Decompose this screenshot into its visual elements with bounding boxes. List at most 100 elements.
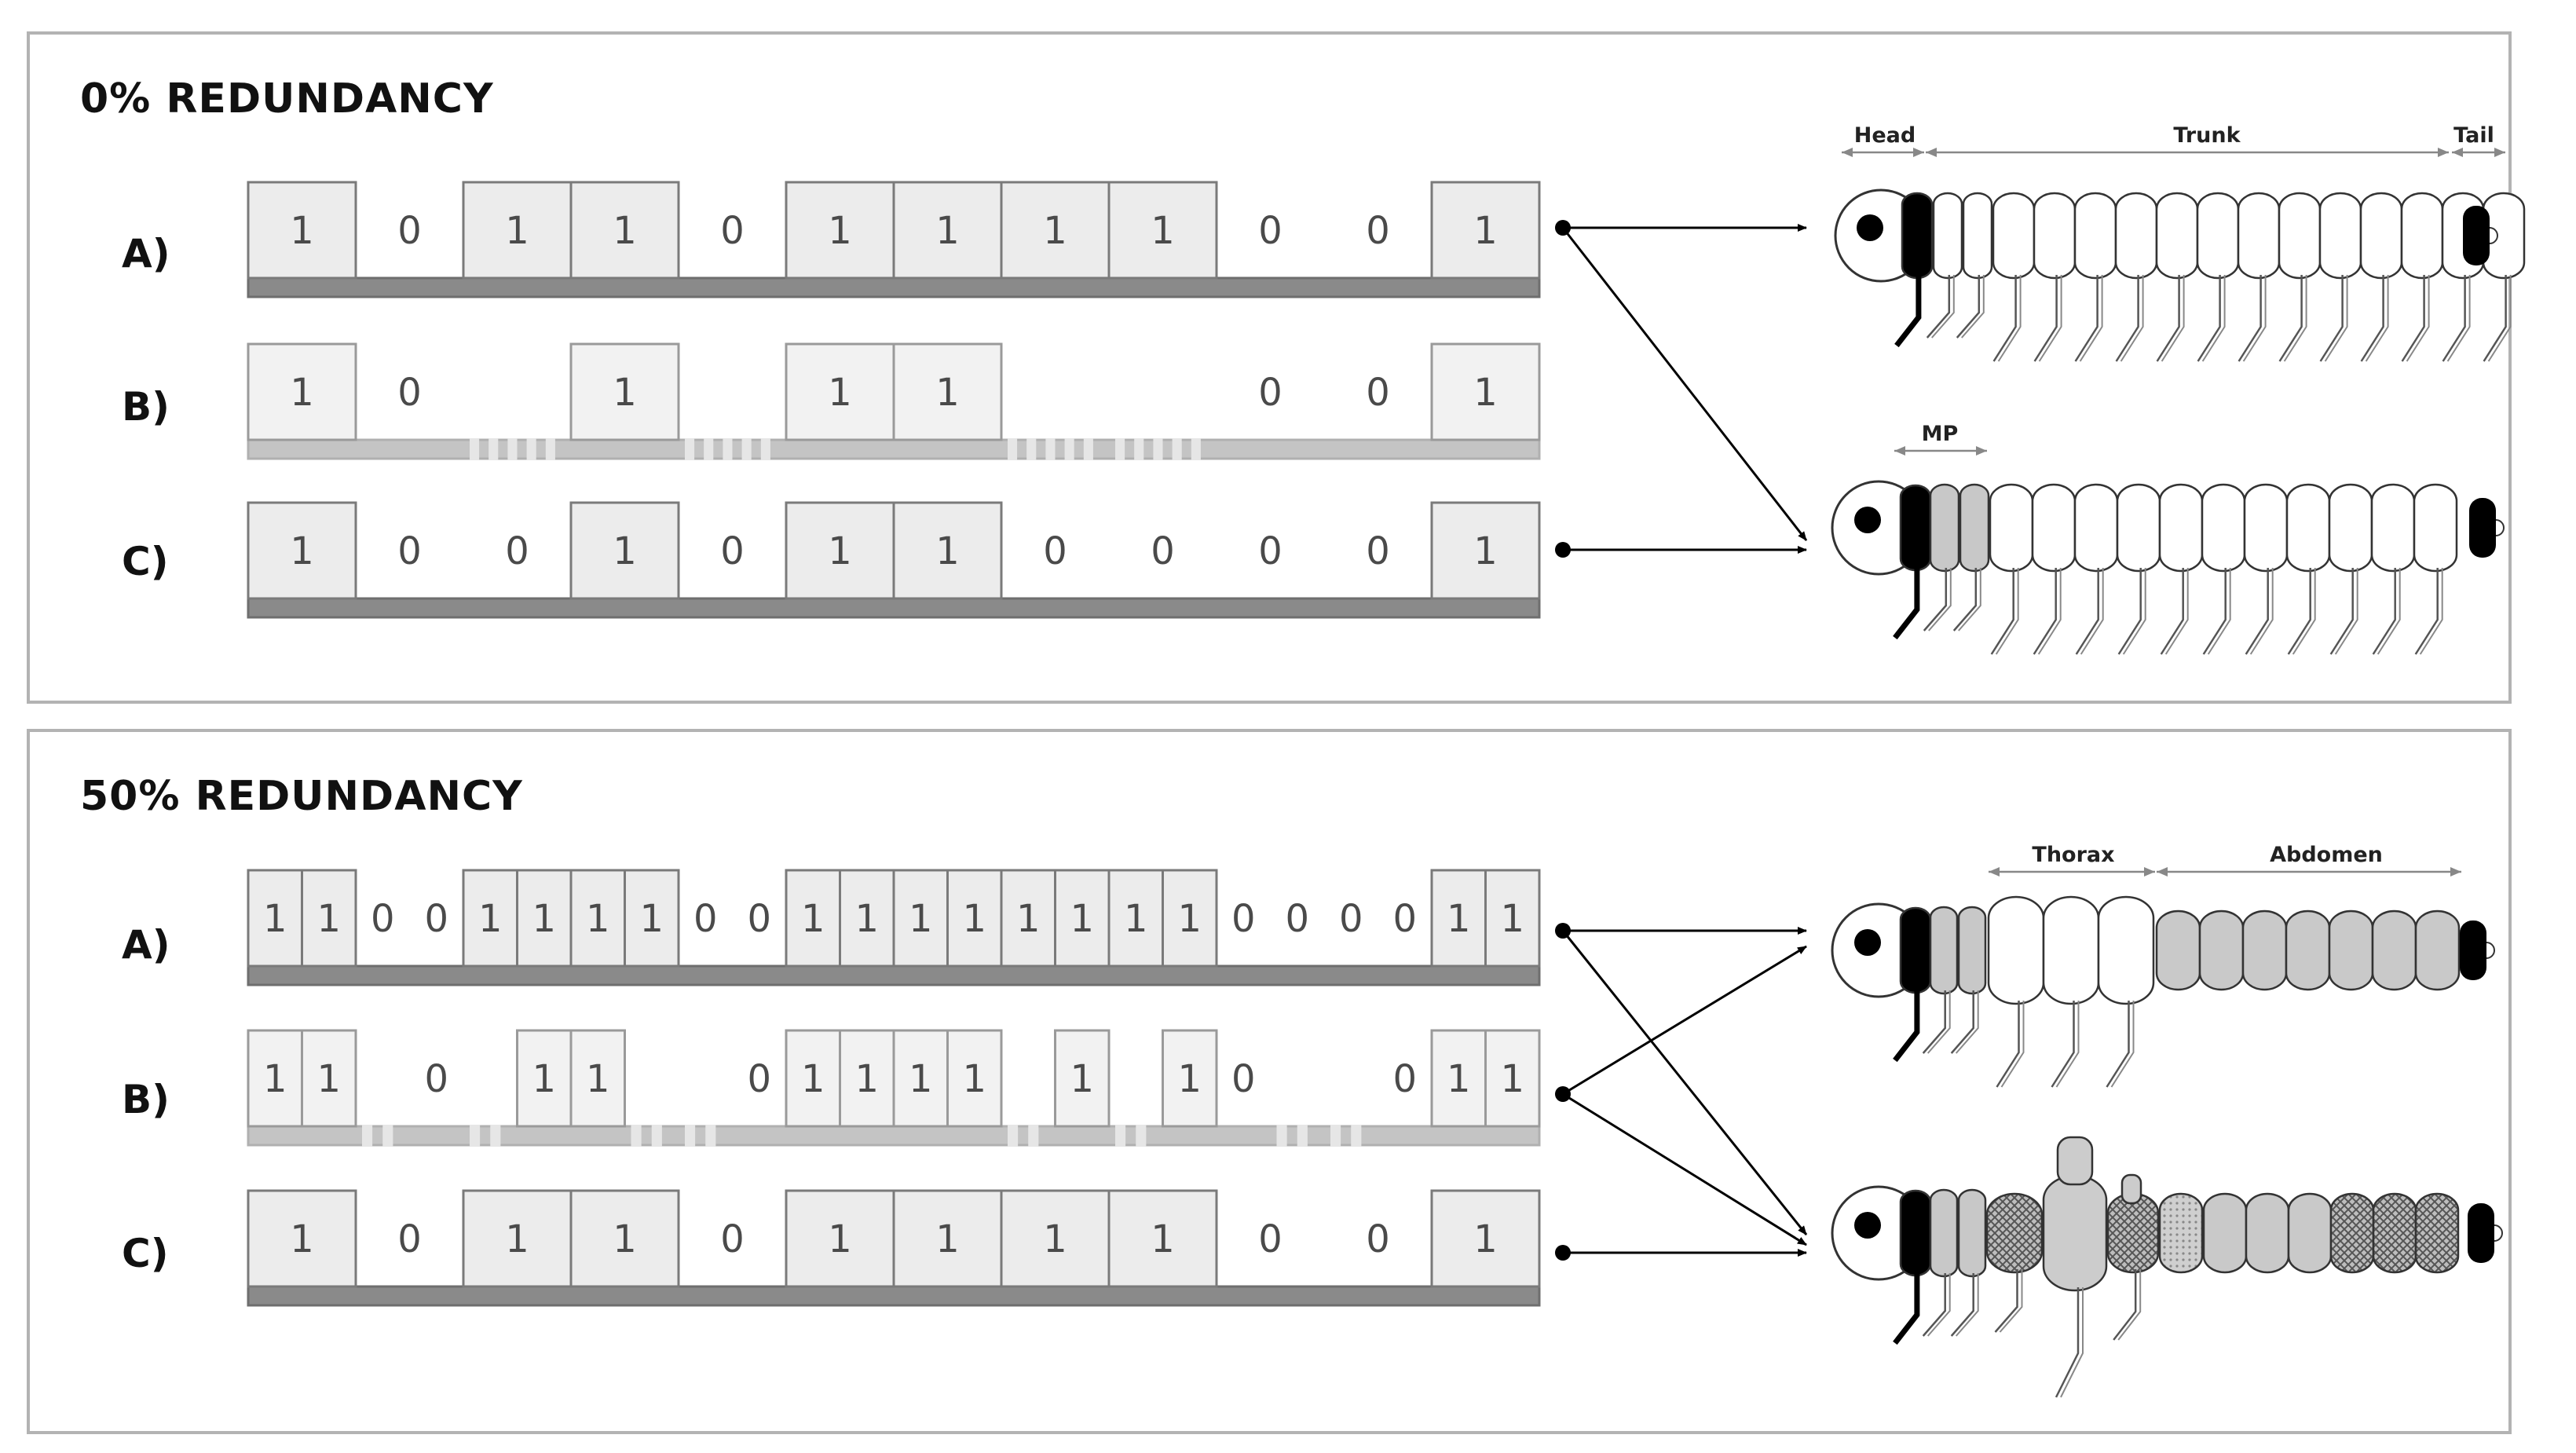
bit-one: 1 bbox=[1447, 897, 1471, 941]
missing-gene-stripes bbox=[1008, 1125, 1039, 1147]
bit-zero: 0 bbox=[1258, 209, 1283, 253]
bit-one: 1 bbox=[1500, 1057, 1524, 1101]
bit-one: 1 bbox=[1043, 209, 1067, 253]
leg-outline bbox=[1999, 1269, 2023, 1333]
abdomen-segment bbox=[2202, 1192, 2248, 1274]
gene-box-on bbox=[624, 869, 680, 968]
bit-zero: 0 bbox=[747, 1057, 771, 1101]
bit-one: 1 bbox=[290, 529, 314, 573]
leg bbox=[2401, 275, 2425, 362]
stripe bbox=[490, 1125, 501, 1147]
leg bbox=[1952, 568, 1978, 631]
stripe bbox=[362, 1125, 373, 1147]
leg-outline bbox=[2249, 568, 2274, 655]
bit-one: 1 bbox=[639, 897, 664, 941]
thorax-segment bbox=[2042, 895, 2100, 1005]
body-segment bbox=[2328, 483, 2373, 573]
leg-outline bbox=[2110, 1001, 2135, 1088]
bit-one: 1 bbox=[1473, 371, 1498, 415]
gene-box-on bbox=[462, 181, 573, 280]
abdomen-segment bbox=[2241, 909, 2288, 991]
leg bbox=[2051, 1001, 2075, 1088]
gene-box-on bbox=[462, 869, 518, 968]
leg-outline bbox=[2000, 1001, 2025, 1088]
bit-one: 1 bbox=[962, 897, 986, 941]
leg-outline bbox=[1927, 1273, 1951, 1337]
leg bbox=[1922, 1273, 1946, 1337]
organisms bbox=[1831, 188, 2526, 1398]
arrow-top-a-to-bottom-organism bbox=[1561, 227, 1808, 541]
body-segment bbox=[2400, 192, 2444, 280]
bit-zero: 0 bbox=[1392, 897, 1417, 941]
gene-box-on bbox=[892, 1029, 949, 1128]
stripe bbox=[1008, 1125, 1019, 1147]
arrow-bottom-a-to-bottom-organism bbox=[1561, 930, 1808, 1235]
abdomen-segment bbox=[2287, 1192, 2333, 1274]
thorax-segment bbox=[1987, 895, 2045, 1005]
gene-box-on bbox=[839, 1029, 895, 1128]
leg bbox=[2106, 1001, 2130, 1088]
body-segment bbox=[2359, 192, 2403, 280]
bit-one: 1 bbox=[935, 209, 960, 253]
bit-zero: 0 bbox=[397, 1217, 422, 1261]
label-mp: MP bbox=[1922, 422, 1959, 446]
body-segment bbox=[2158, 483, 2204, 573]
stripe bbox=[470, 438, 480, 460]
dorsal-appendage-large bbox=[2056, 1136, 2094, 1186]
body-segment bbox=[2201, 483, 2246, 573]
leg bbox=[2117, 568, 2142, 655]
stripe bbox=[1115, 438, 1125, 460]
stripe bbox=[1064, 438, 1074, 460]
tail-segment bbox=[2460, 920, 2486, 980]
bit-zero: 0 bbox=[720, 529, 745, 573]
stripe bbox=[382, 1125, 393, 1147]
gene-box-on bbox=[785, 181, 895, 280]
gene-box-on bbox=[1107, 1189, 1218, 1288]
body-segment bbox=[2033, 192, 2077, 280]
gene-box-on bbox=[569, 342, 680, 441]
label-tail: Tail bbox=[2453, 123, 2494, 148]
missing-gene-stripes bbox=[470, 1125, 501, 1147]
stripe bbox=[1330, 1125, 1341, 1147]
stripe bbox=[705, 1125, 716, 1147]
bit-one: 1 bbox=[854, 1057, 879, 1101]
organism-eye bbox=[1854, 507, 1881, 533]
tail-segment bbox=[2468, 1203, 2494, 1263]
body-segment bbox=[2243, 483, 2289, 573]
stripe bbox=[545, 438, 555, 460]
gene-baseline-bar bbox=[247, 964, 1541, 986]
leg bbox=[2033, 568, 2057, 655]
mp-segment bbox=[1929, 1188, 1959, 1278]
bit-zero: 0 bbox=[1258, 1217, 1283, 1261]
body-segment bbox=[2155, 192, 2199, 280]
leg-outline bbox=[2060, 1287, 2084, 1398]
leg bbox=[2245, 568, 2269, 655]
top-body-dimension-labels: Head Trunk Tail MP bbox=[1842, 123, 2505, 456]
bit-one: 1 bbox=[478, 897, 503, 941]
panel-title-50: 50% REDUNDANCY bbox=[80, 773, 523, 820]
stripe bbox=[526, 438, 536, 460]
bit-one: 1 bbox=[935, 371, 960, 415]
gene-box-on bbox=[1054, 869, 1111, 968]
abdomen-segment bbox=[2285, 909, 2331, 991]
gene-box-on bbox=[1430, 1029, 1487, 1128]
leg-outline bbox=[2292, 568, 2316, 655]
organism-eye bbox=[1854, 1212, 1881, 1239]
leg bbox=[2197, 275, 2221, 362]
bit-one: 1 bbox=[828, 529, 852, 573]
bit-one: 1 bbox=[828, 209, 852, 253]
leg bbox=[2075, 568, 2099, 655]
body-segment bbox=[2114, 192, 2158, 280]
bit-one: 1 bbox=[1500, 897, 1524, 941]
body-segment bbox=[2196, 192, 2240, 280]
missing-gene-stripes bbox=[1115, 1125, 1147, 1147]
bit-zero: 0 bbox=[371, 897, 395, 941]
body-segment bbox=[2278, 192, 2322, 280]
bit-zero: 0 bbox=[505, 529, 529, 573]
arrow-bottom-b-to-top-organism bbox=[1562, 945, 1807, 1096]
leg bbox=[2238, 275, 2262, 362]
